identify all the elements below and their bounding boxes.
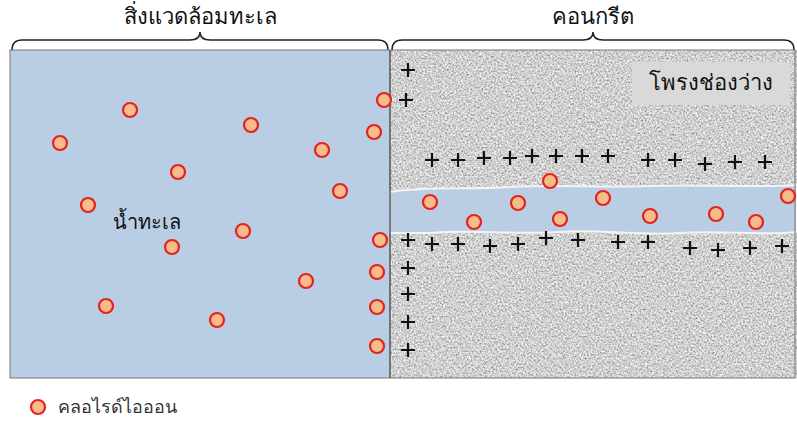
plus-sign bbox=[683, 241, 697, 255]
chloride-ion bbox=[467, 215, 481, 229]
plus-sign bbox=[549, 149, 563, 163]
chloride-ion bbox=[244, 118, 258, 132]
plus-sign bbox=[401, 287, 415, 301]
plus-sign bbox=[728, 155, 742, 169]
plus-sign bbox=[711, 243, 725, 257]
chloride-ion bbox=[81, 198, 95, 212]
chloride-ion bbox=[367, 125, 381, 139]
concrete-texture bbox=[390, 50, 797, 378]
chloride-ion bbox=[236, 224, 250, 238]
plus-sign bbox=[571, 233, 585, 247]
chloride-ion bbox=[333, 184, 347, 198]
region-bracket bbox=[12, 32, 388, 50]
chloride-ion bbox=[370, 300, 384, 314]
chloride-ion bbox=[709, 207, 723, 221]
plus-sign bbox=[451, 237, 465, 251]
plus-sign bbox=[399, 93, 413, 107]
plus-sign bbox=[698, 157, 712, 171]
plus-sign bbox=[641, 153, 655, 167]
plus-sign bbox=[425, 237, 439, 251]
chloride-ion bbox=[643, 209, 657, 223]
chloride-ion bbox=[171, 165, 185, 179]
chloride-ion bbox=[749, 215, 763, 229]
plus-sign bbox=[401, 343, 415, 357]
plus-sign bbox=[641, 235, 655, 249]
region-heading: สิ่งแวดล้อมทะเล bbox=[124, 4, 277, 30]
chloride-ion bbox=[511, 196, 525, 210]
plus-sign bbox=[503, 151, 517, 165]
plus-sign bbox=[451, 153, 465, 167]
plus-sign bbox=[401, 315, 415, 329]
chloride-ion bbox=[99, 299, 113, 313]
chloride-ion bbox=[123, 103, 137, 117]
seawater-region bbox=[10, 50, 390, 378]
chloride-ions bbox=[53, 93, 795, 353]
chloride-ion bbox=[781, 189, 795, 203]
chloride-ion bbox=[165, 240, 179, 254]
plus-sign bbox=[401, 63, 415, 77]
region-heading: คอนกรีต bbox=[552, 4, 634, 30]
plus-sign bbox=[525, 149, 539, 163]
plus-sign bbox=[611, 235, 625, 249]
chloride-ion bbox=[299, 274, 313, 288]
chloride-ion bbox=[596, 191, 610, 205]
region-bracket bbox=[392, 32, 794, 50]
plus-sign bbox=[668, 153, 682, 167]
chloride-ion bbox=[377, 93, 391, 107]
chloride-ion bbox=[543, 174, 557, 188]
plus-sign bbox=[775, 239, 789, 253]
plus-sign bbox=[743, 241, 757, 255]
chloride-ion bbox=[370, 339, 384, 353]
plus-sign bbox=[401, 261, 415, 275]
chloride-ion bbox=[53, 136, 67, 150]
plus-sign bbox=[425, 153, 439, 167]
legend-text: คลอไรด์ไอออน bbox=[58, 396, 177, 418]
chloride-ion bbox=[553, 212, 567, 226]
node-text: น้ำทะเล bbox=[113, 210, 181, 234]
plus-sign bbox=[483, 239, 497, 253]
plus-sign bbox=[511, 237, 525, 251]
label-box: โพรงช่องว่าง bbox=[632, 62, 790, 105]
plus-sign bbox=[477, 151, 491, 165]
seawater-region: น้ำทะเล bbox=[10, 50, 390, 378]
node-text: โพรงช่องว่าง bbox=[649, 70, 773, 96]
plus-sign bbox=[575, 149, 589, 163]
plus-sign bbox=[601, 149, 615, 163]
chloride-ion bbox=[210, 313, 224, 327]
chloride-ion bbox=[423, 195, 437, 209]
plus-sign bbox=[539, 231, 553, 245]
legend-sample bbox=[31, 400, 45, 414]
chloride-ion bbox=[370, 265, 384, 279]
plus-sign bbox=[758, 155, 772, 169]
panel-border bbox=[10, 50, 795, 378]
plus-sign bbox=[401, 233, 415, 247]
positive-charges bbox=[399, 63, 789, 357]
chloride-ion bbox=[373, 233, 387, 247]
pore-channel bbox=[390, 185, 797, 234]
chloride-ion bbox=[315, 143, 329, 157]
